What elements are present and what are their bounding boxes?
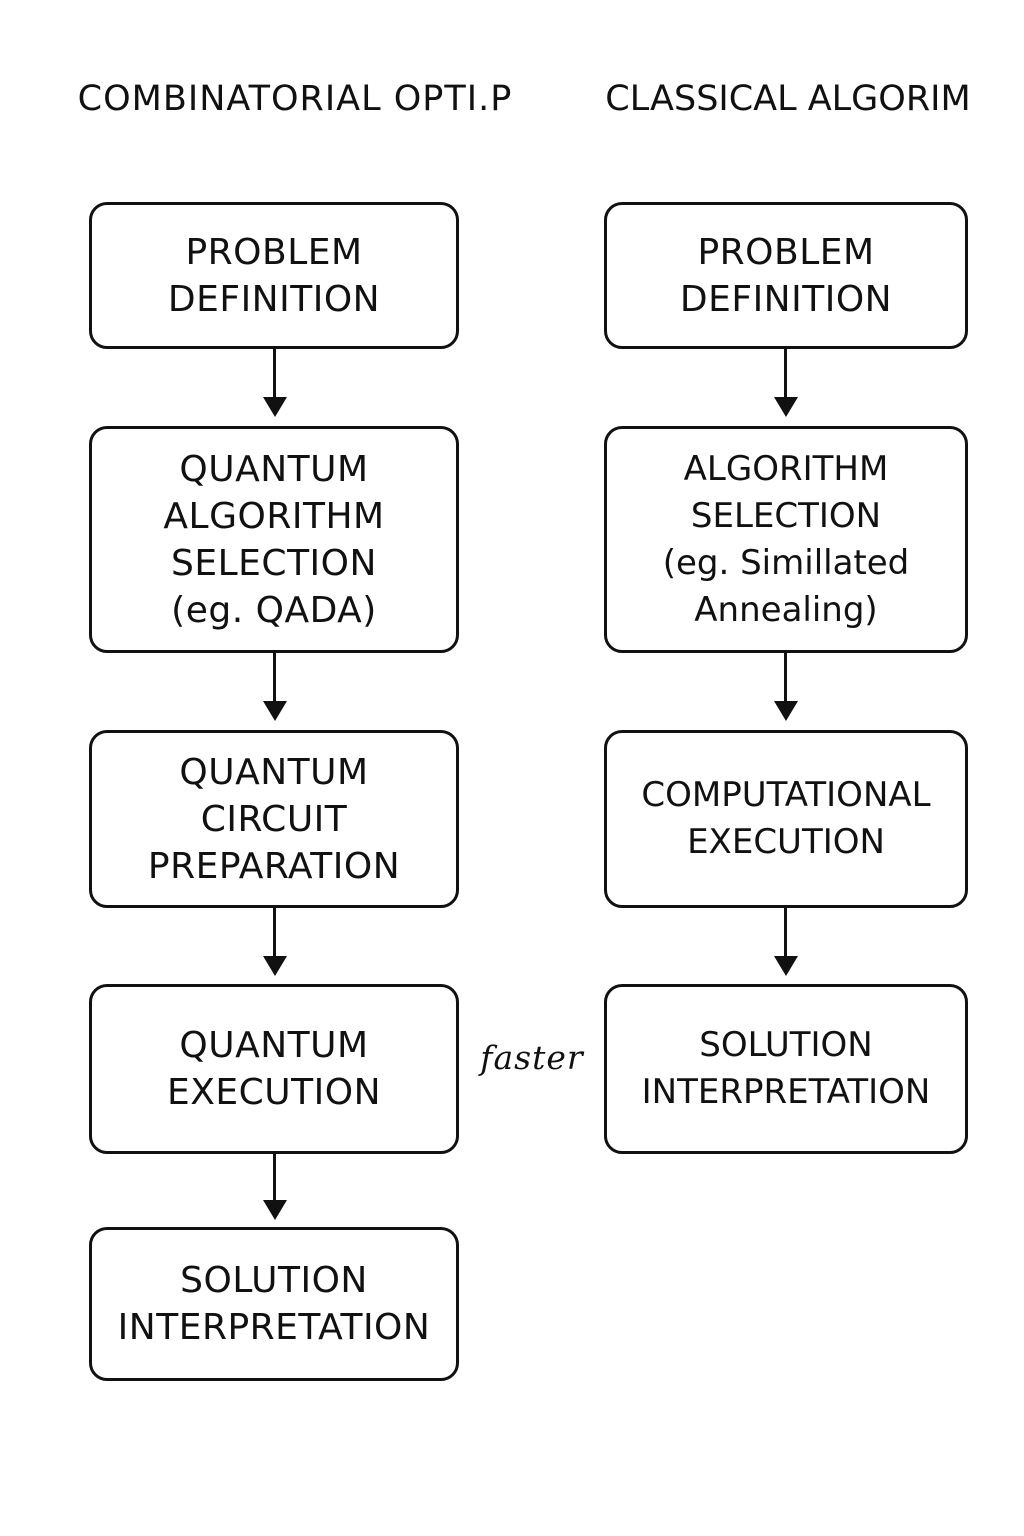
left-step-problem-definition: PROBLEM DEFINITION	[89, 202, 459, 349]
step-text-line: PROBLEM	[185, 231, 363, 273]
step-text-line: EXECUTION	[687, 822, 885, 862]
step-text-line: SOLUTION	[180, 1260, 368, 1301]
step-text-line: SELECTION	[690, 495, 882, 536]
step-text-line: DEFINITION	[679, 278, 893, 320]
right-step-problem-definition: PROBLEM DEFINITION	[604, 202, 968, 349]
down-arrow-icon	[263, 349, 287, 417]
down-arrow-icon	[263, 653, 287, 721]
left-column-title: COMBINATORIAL OPTI.P	[77, 79, 513, 119]
step-text-line: INTERPRETATION	[641, 1072, 931, 1112]
step-text-line: DEFINITION	[167, 278, 381, 320]
step-text-line: QUANTUM	[179, 751, 369, 793]
right-step-algorithm-selection: ALGORITHM SELECTION (eg. Simillated Anne…	[604, 426, 968, 653]
step-text-line: CIRCUIT	[200, 798, 348, 840]
faster-comparison-label: faster	[480, 1038, 584, 1077]
step-text-line: ALGORITHM	[163, 495, 385, 537]
step-text-line: COMPUTATIONAL	[641, 775, 931, 815]
step-text-line: PREPARATION	[147, 845, 401, 887]
left-step-quantum-execution: QUANTUM EXECUTION	[89, 984, 459, 1154]
down-arrow-icon	[263, 1154, 287, 1220]
step-text-line: QUANTUM	[179, 1025, 369, 1066]
right-step-computational-execution: COMPUTATIONAL EXECUTION	[604, 730, 968, 908]
right-column-title: CLASSICAL ALGORIM	[605, 79, 971, 119]
step-text-line: INTERPRETATION	[117, 1307, 431, 1348]
down-arrow-icon	[263, 908, 287, 976]
step-text-line: ALGORITHM	[683, 448, 889, 489]
left-step-solution-interpretation: SOLUTION INTERPRETATION	[89, 1227, 459, 1381]
left-step-quantum-algorithm-selection: QUANTUM ALGORITHM SELECTION (eg. QADA)	[89, 426, 459, 653]
right-step-solution-interpretation: SOLUTION INTERPRETATION	[604, 984, 968, 1154]
step-text-line: (eg. Simillated	[662, 542, 910, 583]
down-arrow-icon	[774, 908, 798, 976]
left-step-quantum-circuit-preparation: QUANTUM CIRCUIT PREPARATION	[89, 730, 459, 908]
step-text-line: Annealing)	[694, 589, 878, 630]
step-text-line: SELECTION	[171, 542, 377, 584]
step-text-line: EXECUTION	[166, 1072, 381, 1113]
step-text-line: (eg. QADA)	[171, 589, 377, 631]
step-text-line: SOLUTION	[699, 1025, 873, 1065]
step-text-line: PROBLEM	[697, 231, 875, 273]
down-arrow-icon	[774, 653, 798, 721]
step-text-line: QUANTUM	[179, 448, 369, 490]
down-arrow-icon	[774, 349, 798, 417]
